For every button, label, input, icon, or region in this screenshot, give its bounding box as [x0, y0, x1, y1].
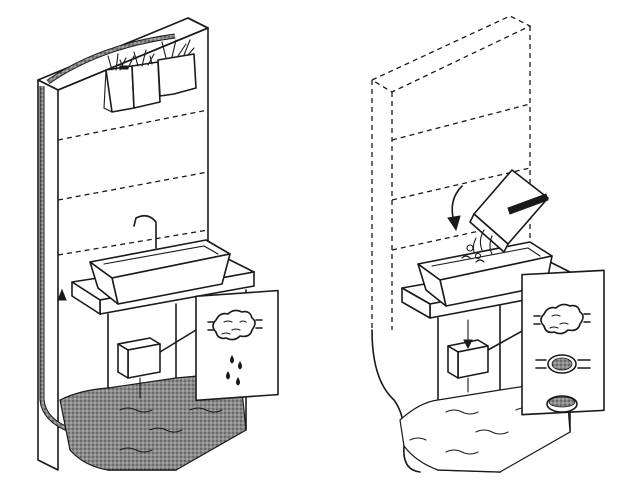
filter-callout-left [159, 289, 279, 402]
compressed-disc-icon [535, 354, 591, 374]
filter-sponge-icon [207, 309, 263, 341]
clean-disc-icon [546, 395, 578, 413]
soil-icon [119, 65, 129, 70]
sink-basin-right [417, 241, 553, 307]
handle-icon [507, 193, 549, 215]
sink-basin [89, 214, 231, 305]
drain-pipe [371, 329, 421, 473]
flow-arrow-icon [57, 288, 67, 301]
filter-box-right [447, 319, 489, 393]
filter-callout-right [487, 269, 605, 416]
sink-water-icon [461, 255, 485, 263]
right-panel [370, 15, 605, 473]
pour-arrow-icon [447, 185, 463, 232]
plant-pots [103, 39, 197, 113]
filter-tray [466, 169, 549, 260]
filter-box [117, 337, 161, 399]
filter-sponge-icon [533, 303, 591, 335]
faucet-icon [133, 214, 157, 249]
water-drops-icon [226, 355, 242, 386]
left-panel [37, 17, 279, 471]
